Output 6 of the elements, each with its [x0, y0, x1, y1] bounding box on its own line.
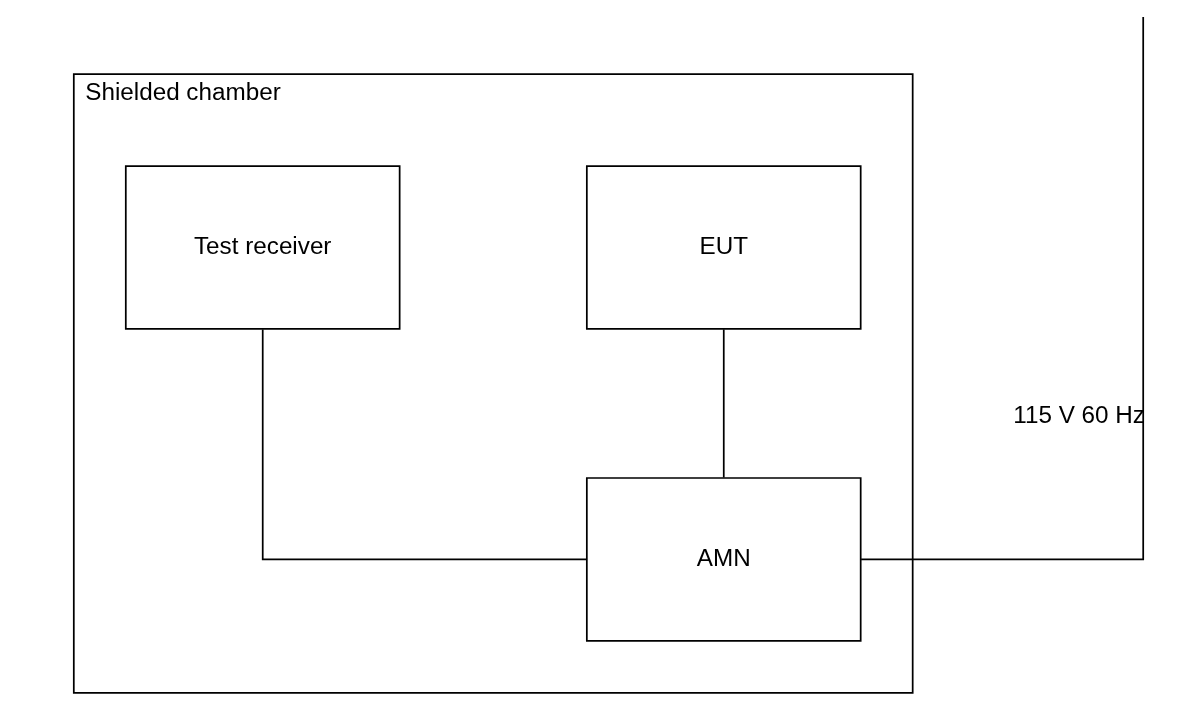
node-box: EUT — [585, 165, 862, 330]
node-box: AMN — [585, 477, 862, 642]
node-box: Test receiver — [124, 165, 400, 330]
connector — [859, 16, 1144, 561]
connector — [261, 328, 588, 561]
connector — [722, 328, 725, 479]
